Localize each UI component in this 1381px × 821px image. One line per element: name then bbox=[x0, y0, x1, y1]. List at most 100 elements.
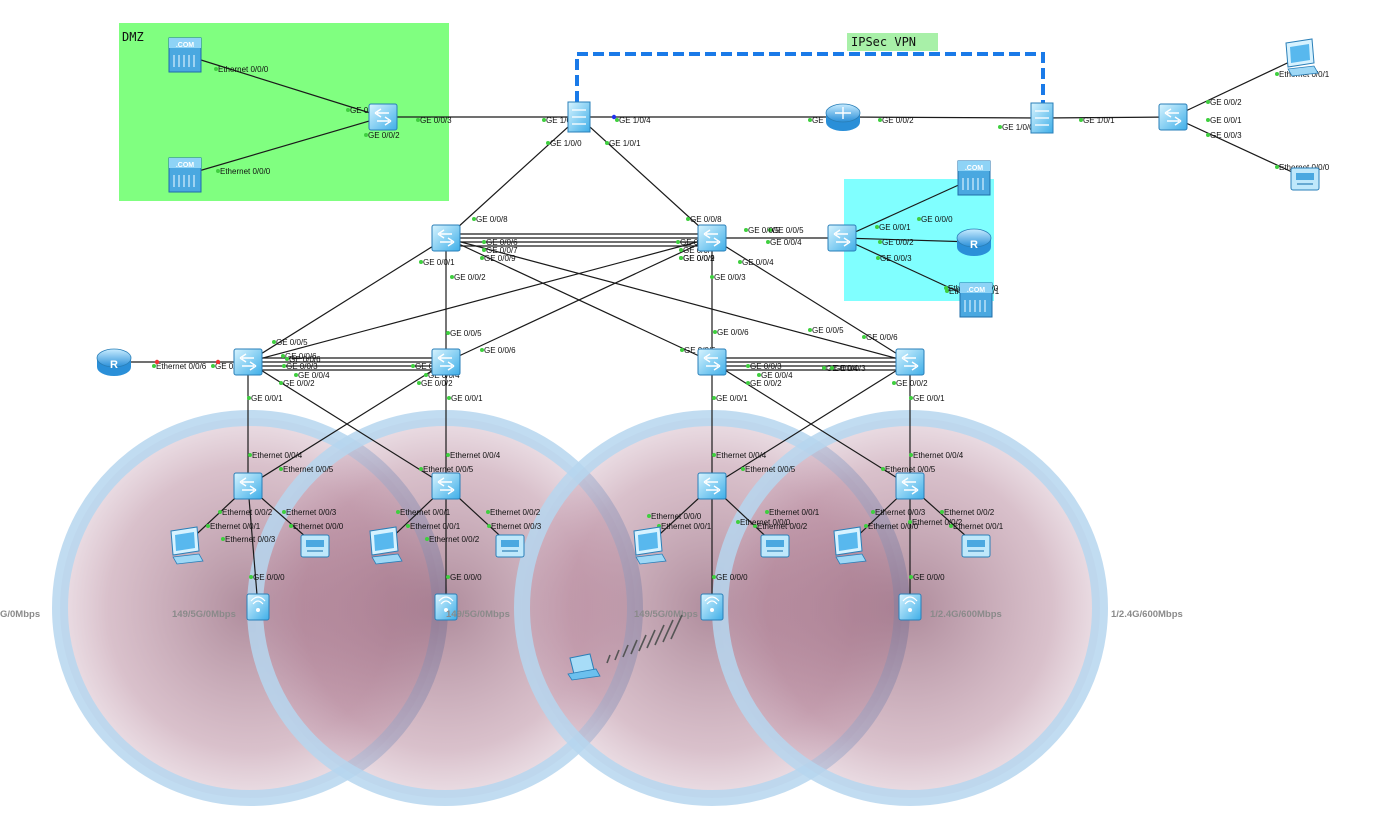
link-srvSw-srvB[interactable] bbox=[841, 237, 977, 301]
link-dmzS1-dmzSw[interactable] bbox=[184, 54, 384, 118]
link-core2-ag1[interactable] bbox=[247, 237, 713, 363]
port-label: GE 1/0/4 bbox=[619, 116, 651, 125]
link-rt1-fw2[interactable] bbox=[842, 116, 1043, 119]
router-icon-rtL[interactable]: R bbox=[96, 348, 132, 376]
switch-icon-ag1[interactable] bbox=[233, 348, 263, 376]
link-srvSw-srvR[interactable] bbox=[841, 237, 975, 243]
link-status-dot bbox=[647, 514, 651, 518]
port-label: Ethernet 0/0/2 bbox=[757, 522, 808, 531]
port-label: Ethernet 0/0/4 bbox=[716, 451, 767, 460]
port-label: Ethernet 0/0/5 bbox=[745, 465, 796, 474]
port-label: GE 0/0/1 bbox=[1210, 116, 1242, 125]
port-label: GE 0/0/6 bbox=[717, 328, 749, 337]
ipsec-vpn-tunnel[interactable] bbox=[575, 52, 1045, 104]
server-icon-dmzS2[interactable]: .COM bbox=[168, 157, 202, 193]
link-status-dot bbox=[249, 575, 253, 579]
link-status-dot bbox=[472, 217, 476, 221]
switch-icon-ag3[interactable] bbox=[697, 348, 727, 376]
switch-icon-core2[interactable] bbox=[697, 224, 727, 252]
access-point-icon-ap2[interactable] bbox=[434, 593, 458, 621]
link-status-dot bbox=[605, 141, 609, 145]
port-label: GE 1/0/2 bbox=[546, 116, 578, 125]
link-rsw-rpc[interactable] bbox=[1172, 56, 1301, 118]
link-core2-ag2[interactable] bbox=[445, 237, 713, 363]
link-core2-ag4[interactable] bbox=[711, 237, 911, 363]
pc-icon-pc1[interactable] bbox=[170, 526, 204, 565]
link-core1-ag1[interactable] bbox=[247, 237, 447, 363]
server-icon-dmzS1[interactable]: .COM bbox=[168, 37, 202, 73]
server-icon-srvA[interactable]: .COM bbox=[957, 160, 991, 196]
pc-icon-pc3[interactable] bbox=[633, 526, 667, 565]
switch-icon-dmzSw[interactable] bbox=[368, 103, 398, 131]
server-icon-srvB[interactable]: .COM bbox=[959, 282, 993, 318]
port-label: GE 0/0/7 bbox=[486, 246, 518, 255]
port-label: GE 0/0/4 bbox=[298, 371, 330, 380]
link-acc1-ap1[interactable] bbox=[247, 485, 259, 608]
access-point-icon-ap1[interactable] bbox=[246, 593, 270, 621]
router-icon-srvR[interactable]: R bbox=[956, 228, 992, 256]
link-status-dot bbox=[710, 275, 714, 279]
port-label: GE 0/0/4 bbox=[826, 364, 858, 373]
switch-icon-acc4[interactable] bbox=[895, 472, 925, 500]
port-label: GE 0/0/3 bbox=[880, 254, 912, 263]
pc-icon-rpc[interactable] bbox=[1285, 38, 1319, 77]
port-label: Ethernet 0/0/1 bbox=[661, 522, 712, 531]
port-label: Ethernet 0/0/4 bbox=[913, 451, 964, 460]
port-label: Ethernet 0/0/5 bbox=[885, 465, 936, 474]
switch-icon-acc2[interactable] bbox=[431, 472, 461, 500]
firewall-icon-fw1[interactable] bbox=[567, 101, 591, 133]
port-label: Ethernet 0/0/5 bbox=[283, 465, 334, 474]
link-fw1-core2[interactable] bbox=[578, 116, 713, 239]
link-status-dot bbox=[878, 118, 882, 122]
ip-phone-icon-ph4[interactable] bbox=[961, 534, 991, 558]
link-status-dot bbox=[417, 381, 421, 385]
switch-icon-ag2[interactable] bbox=[431, 348, 461, 376]
link-fw2-rsw[interactable] bbox=[1041, 116, 1174, 119]
switch-icon-ag4[interactable] bbox=[895, 348, 925, 376]
ipsec-vpn-label: IPSec VPN bbox=[851, 35, 916, 49]
ip-phone-icon-rph[interactable] bbox=[1290, 167, 1320, 191]
port-label: GE 0/0/2 bbox=[283, 379, 315, 388]
ip-phone-icon-ph1[interactable] bbox=[300, 534, 330, 558]
link-status-dot bbox=[247, 396, 251, 400]
link-ag4-acc3[interactable] bbox=[711, 361, 911, 487]
switch-icon-acc1[interactable] bbox=[233, 472, 263, 500]
link-status-dot bbox=[480, 348, 484, 352]
link-core1-ag4[interactable] bbox=[445, 237, 911, 363]
link-status-dot bbox=[1275, 72, 1279, 76]
switch-icon-srvSw[interactable] bbox=[827, 224, 857, 252]
port-label: Ethernet 0/0/2 bbox=[944, 508, 995, 517]
port-label: Ethernet 0/0/1 bbox=[210, 522, 261, 531]
link-srvSw-srvA[interactable] bbox=[841, 177, 975, 239]
svg-text:R: R bbox=[110, 359, 118, 371]
link-rsw-rph[interactable] bbox=[1172, 116, 1306, 179]
switch-icon-core1[interactable] bbox=[431, 224, 461, 252]
link-dmzS2-dmzSw[interactable] bbox=[184, 116, 384, 176]
access-point-icon-ap4[interactable] bbox=[898, 593, 922, 621]
link-status-dot bbox=[216, 169, 220, 173]
port-label: GE 0/0/9 bbox=[484, 254, 516, 263]
access-point-icon-ap3[interactable] bbox=[700, 593, 724, 621]
firewall-icon-fw2[interactable] bbox=[1030, 102, 1054, 134]
link-status-dot bbox=[279, 381, 283, 385]
ip-phone-icon-ph3[interactable] bbox=[760, 534, 790, 558]
port-label: GE 0/0/3 bbox=[750, 362, 782, 371]
switch-icon-acc3[interactable] bbox=[697, 472, 727, 500]
switch-icon-rsw[interactable] bbox=[1158, 103, 1188, 131]
pc-icon-pc4[interactable] bbox=[833, 526, 867, 565]
link-status-dot bbox=[281, 354, 285, 358]
link-status-dot bbox=[686, 217, 690, 221]
link-status-dot bbox=[940, 510, 944, 514]
link-status-dot bbox=[425, 537, 429, 541]
pc-icon-pc2[interactable] bbox=[369, 526, 403, 565]
link-ag2-acc1[interactable] bbox=[247, 361, 447, 487]
wifi-cell-label: 149/5G/0Mbps bbox=[446, 609, 510, 620]
link-status-dot bbox=[757, 373, 761, 377]
laptop-icon-lap[interactable] bbox=[567, 653, 601, 681]
link-status-dot bbox=[871, 510, 875, 514]
ip-phone-icon-ph2[interactable] bbox=[495, 534, 525, 558]
router-icon-rt1[interactable] bbox=[825, 103, 861, 131]
link-fw1-core1[interactable] bbox=[445, 116, 580, 239]
link-status-dot bbox=[419, 260, 423, 264]
